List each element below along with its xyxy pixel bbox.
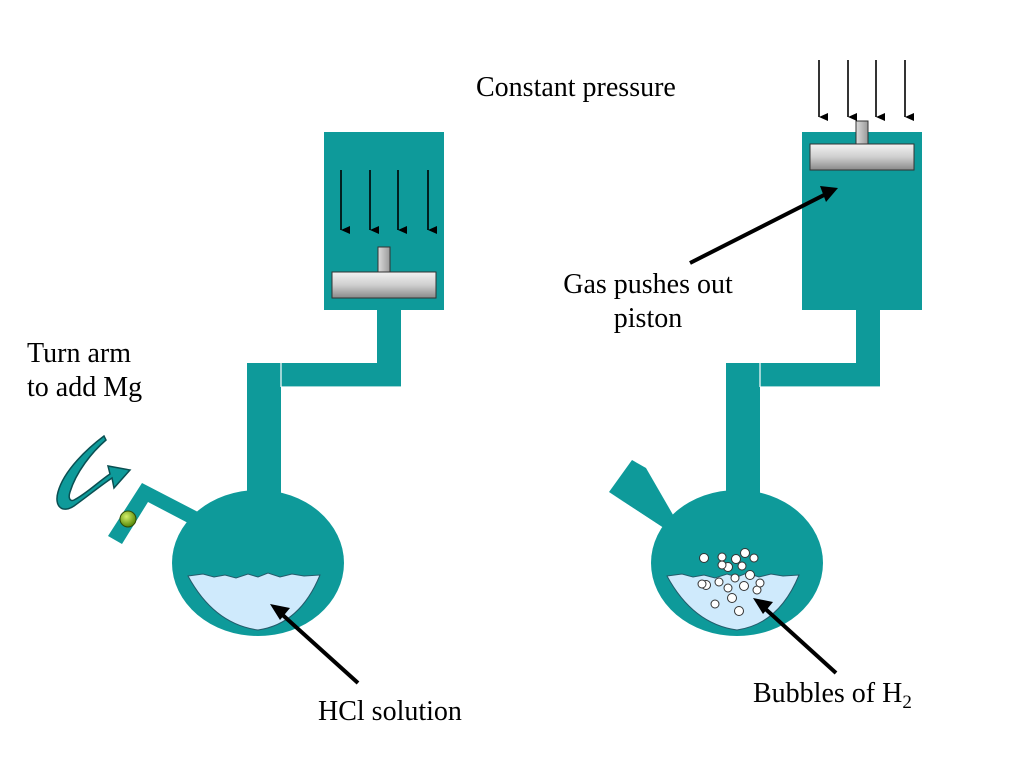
- gas-pushes-line2: piston: [613, 303, 683, 334]
- left-tube-horizontal: [247, 363, 401, 387]
- gas-pushes-label: Gas pushes out piston: [538, 268, 758, 336]
- hcl-solution-label: HCl solution: [318, 696, 462, 727]
- right-tube-horizontal: [726, 363, 880, 387]
- bubbles-label: Bubbles of H2: [753, 677, 912, 713]
- magnesium-ball[interactable]: [119, 510, 137, 528]
- right-apparatus: [609, 60, 922, 675]
- left-hcl-solution: [187, 572, 321, 631]
- left-apparatus: [56, 132, 444, 685]
- turn-arm-line1: Turn arm: [27, 338, 131, 369]
- hcl-pointer-arrow: [274, 607, 360, 685]
- rotate-arm-arrow-icon[interactable]: [56, 434, 132, 510]
- left-side-arm[interactable]: [108, 483, 198, 544]
- right-tube-vertical: [856, 306, 880, 376]
- right-piston-rod: [855, 120, 869, 146]
- gas-pushes-line1: Gas pushes out: [563, 269, 733, 300]
- bubbles-pointer-arrow: [758, 602, 838, 675]
- bubbles-label-subscript: 2: [902, 692, 912, 713]
- gas-pointer-arrowhead: [820, 186, 838, 202]
- left-piston[interactable]: [331, 271, 437, 299]
- left-piston-rod: [377, 246, 391, 274]
- hydrogen-bubbles: [697, 548, 765, 616]
- left-tube-vertical: [377, 306, 401, 376]
- bubbles-pointer-arrowhead: [753, 598, 773, 614]
- turn-arm-line2: to add Mg: [27, 372, 143, 403]
- gas-pointer-arrow: [689, 191, 829, 265]
- turn-arm-label: Turn arm to add Mg: [27, 337, 142, 405]
- bubbles-label-text: Bubbles of H: [753, 678, 903, 709]
- right-piston[interactable]: [809, 143, 915, 171]
- constant-pressure-label: Constant pressure: [476, 72, 676, 103]
- hcl-pointer-arrowhead: [270, 604, 290, 620]
